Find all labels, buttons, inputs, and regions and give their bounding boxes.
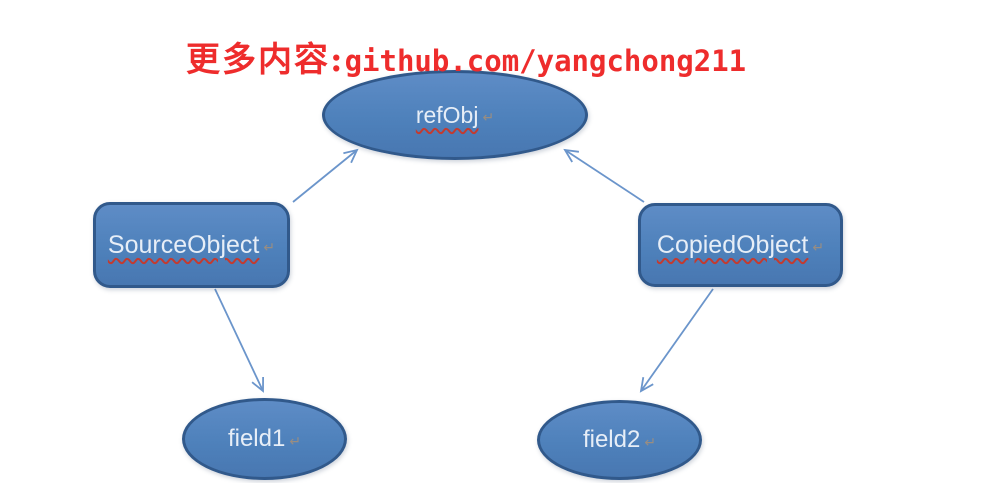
node-field1-label: field1 bbox=[227, 425, 286, 452]
return-mark-icon: ↵ bbox=[482, 110, 495, 126]
edge-arrow bbox=[563, 148, 645, 203]
edge-arrow bbox=[292, 148, 359, 203]
arrowhead-icon bbox=[563, 148, 580, 163]
node-field2: field2 ↵ bbox=[537, 400, 702, 480]
edge-arrow bbox=[639, 288, 714, 393]
node-copied-object-label: CopiedObject bbox=[656, 230, 809, 259]
caption-prefix: 更多内容: bbox=[186, 40, 345, 80]
node-refobj-label: refObj bbox=[415, 101, 479, 128]
node-copied-object: CopiedObject ↵ bbox=[638, 203, 843, 287]
node-field1: field1 ↵ bbox=[182, 398, 347, 480]
node-source-object-label: SourceObject bbox=[107, 230, 260, 259]
caption-url: github.com/yangchong211 bbox=[344, 44, 747, 78]
node-refobj: refObj ↵ bbox=[322, 70, 588, 160]
node-source-object: SourceObject ↵ bbox=[93, 202, 290, 288]
return-mark-icon: ↵ bbox=[812, 240, 825, 256]
edge-arrow bbox=[214, 288, 264, 393]
return-mark-icon: ↵ bbox=[263, 240, 276, 256]
node-field2-label: field2 bbox=[582, 426, 641, 453]
caption-text: 更多内容:github.com/yangchong211 bbox=[186, 32, 746, 81]
arrowhead-icon bbox=[639, 377, 654, 393]
arrowhead-icon bbox=[251, 376, 264, 393]
return-mark-icon: ↵ bbox=[289, 434, 302, 450]
return-mark-icon: ↵ bbox=[644, 435, 657, 451]
arrowhead-icon bbox=[343, 148, 359, 164]
